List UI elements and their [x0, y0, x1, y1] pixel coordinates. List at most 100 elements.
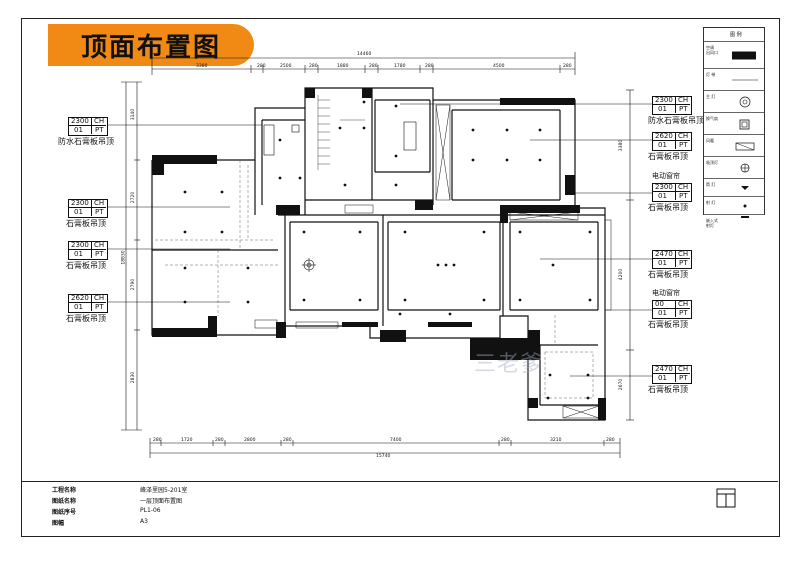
ceiling-material-code: PT: [679, 259, 688, 267]
dim-top-total: 14460: [357, 52, 372, 57]
ceiling-code: CH: [678, 96, 689, 104]
ceiling-height: 2300: [655, 183, 673, 191]
ceiling-material-label: 石膏板吊顶: [66, 314, 106, 323]
firm-logo-icon: [716, 488, 736, 508]
ceiling-tag-divider: [68, 302, 106, 303]
ceiling-code: CH: [94, 117, 105, 125]
ceiling-material-code: PT: [679, 374, 688, 382]
legend-label: 主 灯: [706, 94, 716, 99]
curtain-label: 电动窗帘: [652, 172, 680, 180]
dim-bottom-6: 280: [501, 438, 510, 443]
legend-symbol-icon: [739, 119, 750, 130]
legend-row: 主 灯: [704, 90, 764, 113]
ceiling-material-code: PT: [95, 250, 104, 258]
ceiling-num: 01: [658, 105, 667, 113]
ceiling-tag-divider: [652, 308, 690, 309]
title-block-value: 一层顶面布置图: [140, 498, 183, 505]
legend-label: 吸顶灯: [706, 160, 718, 165]
ceiling-tag-divider: [68, 125, 106, 126]
ceiling-material-label: 石膏板吊顶: [648, 152, 688, 161]
ceiling-material-label: 防水石膏板吊顶: [58, 137, 114, 146]
title-block-divider: [21, 481, 778, 482]
legend-panel: 图 例 空调 出风口灯 带主 灯换气扇风暖吸顶灯筒 灯射 灯嵌入式 射灯: [703, 27, 765, 228]
ceiling-material-label: 石膏板吊顶: [648, 270, 688, 279]
ceiling-height: 2300: [71, 199, 89, 207]
title-block-value: 峰泽里园5-201室: [140, 487, 188, 494]
dim-top-4: 1780: [394, 64, 406, 69]
ceiling-num: 01: [74, 250, 83, 258]
ceiling-tag-frame: [68, 294, 108, 313]
ceiling-tag-divider: [675, 250, 676, 267]
ceiling-code: CH: [678, 183, 689, 191]
dim-right-2: 2670: [619, 378, 625, 391]
legend-label: 嵌入式 射灯: [706, 218, 718, 228]
legend-row: 吸顶灯: [704, 156, 764, 179]
ceiling-code: CH: [678, 300, 689, 308]
dim-top-8: 280: [369, 64, 378, 69]
ceiling-tag-divider: [675, 365, 676, 382]
dim-top-10: 280: [563, 64, 572, 69]
title-block: 工程名称 峰泽里园5-201室 图纸名称 一层顶面布置图 图纸序号 PL1-06…: [52, 485, 340, 529]
ceiling-tag-divider: [675, 132, 676, 149]
dim-left-1: 2720: [131, 191, 137, 204]
ceiling-height: 2620: [71, 294, 89, 302]
ceiling-tag-frame: [68, 117, 108, 136]
ceiling-num: 01: [74, 303, 83, 311]
dim-top-3: 1880: [337, 64, 349, 69]
legend-row: 筒 灯: [704, 178, 764, 197]
ceiling-tag-frame: [652, 96, 692, 115]
title-block-value: PL1-06: [140, 507, 161, 514]
legend-row: 风暖: [704, 134, 764, 157]
ceiling-material-code: PT: [95, 208, 104, 216]
ceiling-material-label: 石膏板吊顶: [648, 320, 688, 329]
legend-symbol-icon: [732, 79, 758, 81]
legend-symbol-icon: [740, 163, 750, 173]
ceiling-tag-frame: [68, 199, 108, 218]
ceiling-material-label: 石膏板吊顶: [648, 203, 688, 212]
ceiling-num: 01: [74, 208, 83, 216]
ceiling-height: 2470: [655, 365, 673, 373]
legend-symbol-icon: [732, 51, 756, 60]
dim-bottom-5: 7400: [390, 438, 402, 443]
legend-row: 嵌入式 射灯: [704, 214, 764, 228]
dim-bottom-8: 280: [606, 438, 615, 443]
dim-left-2: 2790: [131, 278, 137, 291]
ceiling-tag-divider: [68, 207, 106, 208]
ceiling-tag-divider: [652, 140, 690, 141]
ceiling-num: 01: [658, 141, 667, 149]
ceiling-material-label: 石膏板吊顶: [66, 219, 106, 228]
dim-top-7: 280: [309, 64, 318, 69]
title-banner: 顶面布置图: [48, 24, 254, 66]
ceiling-material-code: PT: [679, 105, 688, 113]
dim-bottom-2: 280: [215, 438, 224, 443]
ceiling-num: 01: [658, 309, 667, 317]
ceiling-tag-divider: [91, 117, 92, 134]
ceiling-num: 01: [658, 192, 667, 200]
dim-right-1: 4200: [619, 268, 625, 281]
title-block-row: 工程名称 峰泽里园5-201室: [52, 485, 340, 496]
dim-left-total: 18830: [121, 250, 127, 265]
page-title: 顶面布置图: [80, 32, 221, 63]
legend-label: 筒 灯: [706, 182, 716, 187]
title-block-key: 图纸名称: [52, 498, 77, 505]
ceiling-height: 2300: [71, 241, 89, 249]
legend-label: 风暖: [706, 138, 714, 143]
dim-bottom-1: 1720: [181, 438, 193, 443]
legend-symbol-icon: [741, 186, 749, 190]
ceiling-tag-divider: [675, 300, 676, 317]
dim-top-6: 280: [257, 64, 266, 69]
ceiling-material-code: PT: [95, 126, 104, 134]
ceiling-material-code: PT: [679, 141, 688, 149]
dim-bottom-0: 280: [153, 438, 162, 443]
drawing-frame: [21, 18, 780, 537]
ceiling-code: CH: [94, 241, 105, 249]
ceiling-material-code: PT: [95, 303, 104, 311]
ceiling-num: 01: [658, 374, 667, 382]
ceiling-tag-divider: [91, 241, 92, 258]
ceiling-material-code: PT: [679, 192, 688, 200]
ceiling-height: 2470: [655, 250, 673, 258]
title-block-key: 图幅: [52, 520, 65, 527]
ceiling-tag-divider: [91, 294, 92, 311]
ceiling-tag-divider: [652, 373, 690, 374]
